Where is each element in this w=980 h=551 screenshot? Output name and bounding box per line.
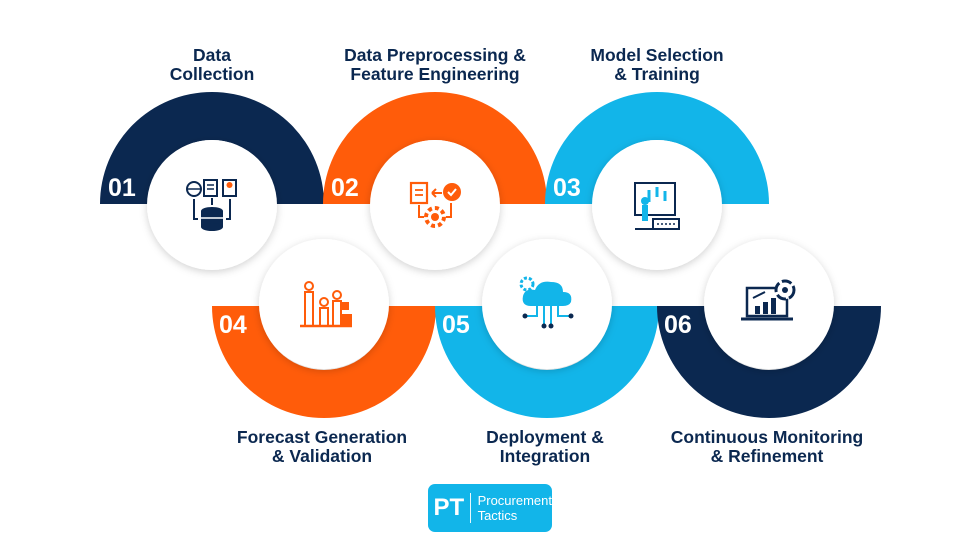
step-1-title: Data Collection bbox=[92, 46, 332, 84]
step-5-arc bbox=[435, 306, 659, 418]
logo-text: Procurement Tactics bbox=[471, 493, 552, 523]
step-6-title-line1: Continuous Monitoring bbox=[670, 427, 864, 447]
step-1-number: 01 bbox=[108, 174, 136, 202]
step-6-circle bbox=[704, 239, 834, 369]
step-5-title-line2: Integration bbox=[499, 446, 591, 466]
step-4-title-line1: Forecast Generation bbox=[236, 427, 408, 447]
step-1: 01 bbox=[100, 92, 324, 270]
step-2-number: 02 bbox=[331, 174, 359, 202]
step-4-title-line2: & Validation bbox=[271, 446, 373, 466]
logo-line2: Tactics bbox=[477, 508, 518, 523]
step-5: 05 bbox=[435, 239, 659, 418]
cloud-deployment-icon bbox=[519, 276, 574, 329]
step-4-number: 04 bbox=[219, 311, 247, 339]
step-3-circle bbox=[592, 140, 722, 270]
step-3-title: Model Selection & Training bbox=[537, 46, 777, 84]
model-training-icon bbox=[634, 182, 680, 230]
procurement-tactics-logo: PT Procurement Tactics bbox=[428, 484, 552, 532]
step-5-number: 05 bbox=[442, 311, 470, 339]
step-6-title-line2: & Refinement bbox=[710, 446, 824, 466]
step-6: 06 bbox=[657, 239, 881, 418]
logo-mark: PT bbox=[433, 494, 465, 521]
step-1-arc bbox=[100, 92, 324, 204]
step-4-arc bbox=[212, 306, 436, 418]
step-2-circle bbox=[370, 140, 500, 270]
step-4: 04 bbox=[212, 239, 436, 418]
step-5-title-line1: Deployment & bbox=[486, 427, 604, 447]
step-1-title-line2: Collection bbox=[169, 64, 255, 84]
step-3: 03 bbox=[545, 92, 769, 270]
step-3-number: 03 bbox=[553, 174, 581, 202]
step-3-title-line1: Model Selection bbox=[590, 45, 724, 65]
database-icon bbox=[186, 179, 237, 231]
step-3-arc bbox=[545, 92, 769, 204]
step-2: 02 bbox=[323, 92, 547, 270]
step-4-title: Forecast Generation & Validation bbox=[202, 428, 442, 466]
step-6-title: Continuous Monitoring & Refinement bbox=[647, 428, 887, 466]
step-4-circle bbox=[259, 239, 389, 369]
step-2-title-line2: Feature Engineering bbox=[350, 64, 520, 84]
step-6-arc bbox=[657, 306, 881, 418]
step-2-title-line1: Data Preprocessing & bbox=[344, 45, 526, 65]
monitoring-laptop-icon bbox=[741, 279, 796, 321]
logo-divider bbox=[469, 493, 471, 523]
step-5-title: Deployment & Integration bbox=[425, 428, 665, 466]
step-6-number: 06 bbox=[664, 311, 692, 339]
step-1-title-line1: Data bbox=[193, 45, 231, 65]
forecast-chart-icon bbox=[300, 281, 352, 328]
step-2-title: Data Preprocessing & Feature Engineering bbox=[315, 46, 555, 84]
step-2-arc bbox=[323, 92, 547, 204]
step-3-title-line2: & Training bbox=[614, 64, 700, 84]
logo-line1: Procurement bbox=[477, 493, 552, 508]
data-processing-icon bbox=[409, 181, 461, 228]
